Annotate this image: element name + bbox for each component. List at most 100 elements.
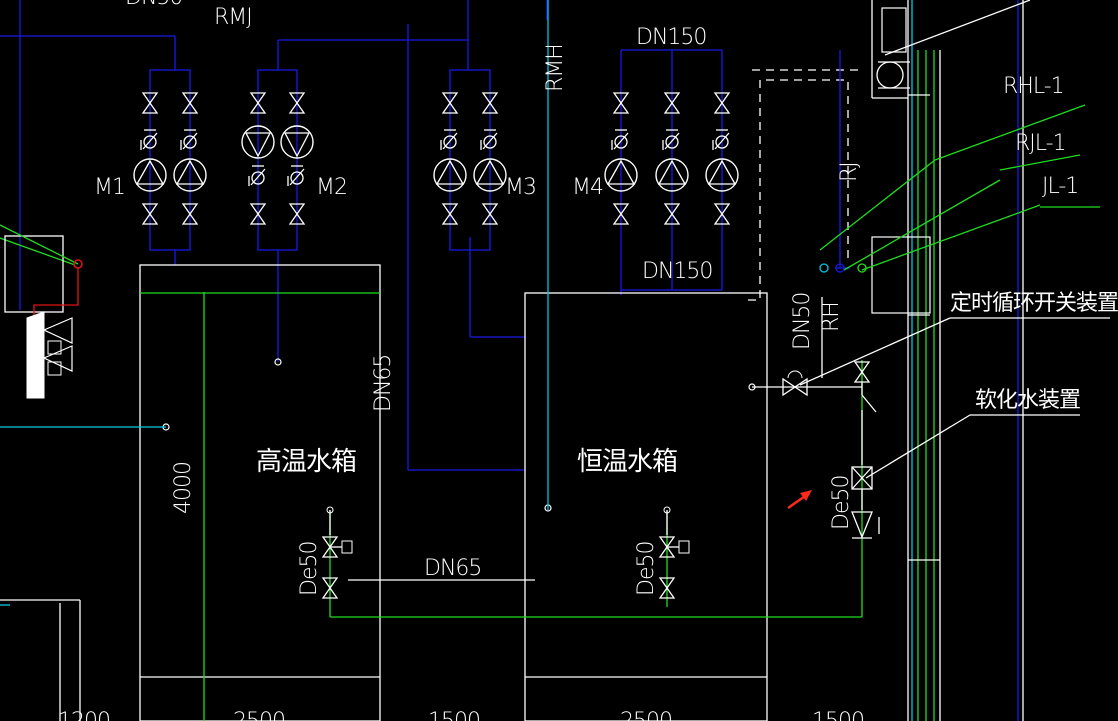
- tank-high-outline: [139, 264, 381, 721]
- valve-half: [441, 212, 459, 225]
- circle-pump-icon: [280, 125, 314, 159]
- rmj-label: RMJ: [214, 5, 252, 30]
- check-tick: [861, 394, 877, 413]
- gate-valve-icon: [658, 536, 676, 558]
- gate-valve-icon: [141, 92, 159, 114]
- gate-valve-icon: [288, 203, 306, 225]
- check-valve-icon: [851, 511, 873, 539]
- gate-valve-icon: [612, 92, 630, 114]
- valve-half: [612, 203, 630, 216]
- rhl1-label: RHL-1: [1003, 74, 1064, 99]
- valve-half: [141, 92, 159, 105]
- gate-valve-icon: [663, 203, 681, 225]
- dimension-label-5: 1500: [812, 709, 864, 721]
- dn50-top-label: DN50: [125, 0, 182, 10]
- m4-label: M4: [572, 175, 603, 200]
- pipe-end: [274, 358, 282, 366]
- dn50-side-label: DN50: [790, 293, 815, 350]
- check-slash: [482, 132, 498, 150]
- check-slash: [142, 132, 158, 150]
- pump-circle: [604, 158, 638, 192]
- valve-half: [141, 212, 159, 225]
- valve-half: [181, 92, 199, 105]
- valve-half: [441, 101, 459, 114]
- rh-label: RH: [819, 302, 844, 332]
- gate-valve-icon: [441, 203, 459, 225]
- rjl1-label: RJL-1: [1015, 131, 1066, 156]
- valve-half: [441, 203, 459, 216]
- valve-half: [853, 361, 871, 374]
- leader-jl1: [861, 204, 1041, 271]
- pipe-run: [149, 237, 191, 251]
- gate-valve-icon: [141, 203, 159, 225]
- gate-valve-icon: [181, 203, 199, 225]
- check-valve-icon: [140, 129, 158, 150]
- pipe-rj-dashed: [748, 79, 849, 301]
- pump-triangle: [244, 132, 272, 158]
- valve-half: [181, 203, 199, 216]
- red-arrow-icon: [787, 490, 812, 510]
- valve-half: [288, 203, 306, 216]
- equipment-circle: [876, 61, 904, 89]
- dn65-horizontal-label: DN65: [424, 556, 481, 581]
- heater-box: [47, 361, 62, 376]
- valve-half: [793, 377, 808, 397]
- de50-right-label: De50: [829, 476, 854, 530]
- m3-label: M3: [505, 175, 536, 200]
- rmh-label: RMH: [543, 44, 568, 92]
- check-ring: [183, 135, 197, 149]
- valve-half: [321, 586, 339, 599]
- valve-half: [713, 101, 731, 114]
- valve-half: [713, 92, 731, 105]
- valve-half: [481, 92, 499, 105]
- check-ring: [715, 135, 729, 149]
- dn150-top-label: DN150: [636, 25, 706, 50]
- check-ring: [665, 135, 679, 149]
- pump-triangle: [283, 132, 311, 158]
- valve-half: [249, 203, 267, 216]
- valve-half: [663, 203, 681, 216]
- valve-half: [663, 101, 681, 114]
- pump-triangle: [475, 159, 505, 185]
- jl1-label: JL-1: [1042, 174, 1078, 199]
- circle-pump-icon: [655, 158, 689, 192]
- dn150-bottom-label: DN150: [642, 259, 712, 284]
- gate-valve-icon: [612, 203, 630, 225]
- check-valve-icon: [180, 129, 198, 150]
- tank-const-outline: [524, 292, 768, 721]
- leader-rhl1: [819, 159, 936, 251]
- gate-valve-icon: [481, 203, 499, 225]
- valve-half: [612, 101, 630, 114]
- heater-fin: [42, 345, 73, 372]
- leader-softener: [865, 414, 971, 479]
- pipe-end: [326, 506, 334, 514]
- valve-half: [288, 212, 306, 225]
- check-valve-icon: [662, 129, 680, 150]
- leader-timer: [799, 317, 951, 386]
- height-4000-label: 4000: [171, 462, 196, 514]
- check-slash: [289, 168, 305, 186]
- valve-half: [321, 577, 339, 590]
- valve-half: [782, 377, 797, 397]
- check-ring: [483, 135, 497, 149]
- rj-label: RJ: [837, 162, 862, 182]
- gate-valve-icon: [181, 92, 199, 114]
- circle-pump-icon: [133, 158, 167, 192]
- heater-shape: [26, 311, 45, 399]
- valve-half: [658, 577, 676, 590]
- valve-half: [713, 203, 731, 216]
- gate-valve-icon: [321, 536, 339, 558]
- m2-label: M2: [316, 175, 347, 200]
- equipment-symbols: [133, 92, 873, 599]
- pump-circle: [705, 158, 739, 192]
- softener-device-label: 软化水装置: [975, 388, 1080, 413]
- valve-half: [288, 92, 306, 105]
- gate-valve-icon: [663, 92, 681, 114]
- m1-label: M1: [94, 175, 125, 200]
- left-equipment-box: [4, 235, 64, 313]
- tank-high-label: 高温水箱: [256, 447, 356, 477]
- circle-pump-icon: [705, 158, 739, 192]
- valve-half: [141, 203, 159, 216]
- circle-pump-icon: [241, 125, 275, 159]
